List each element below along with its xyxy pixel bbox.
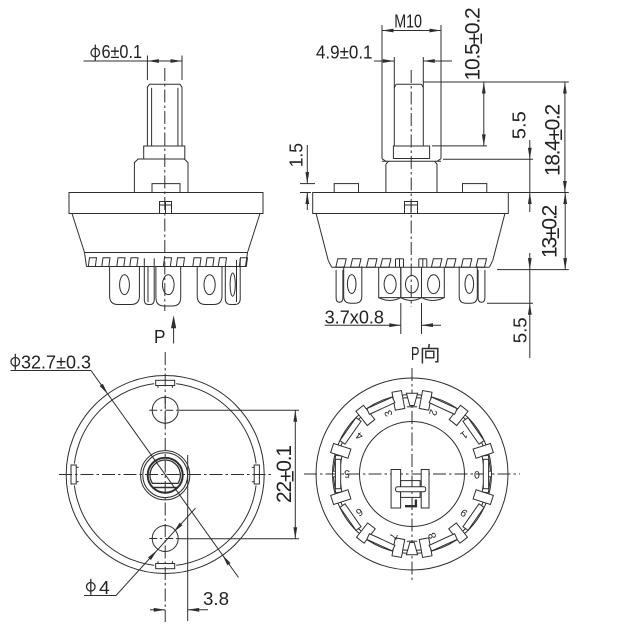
- svg-text:32.7±0.3: 32.7±0.3: [21, 353, 91, 373]
- svg-text:13±0.2: 13±0.2: [539, 205, 565, 258]
- svg-text:M10: M10: [394, 12, 422, 32]
- svg-text:3: 3: [382, 408, 395, 418]
- svg-text:8: 8: [426, 531, 439, 541]
- svg-text:4: 4: [354, 429, 366, 442]
- svg-text:4: 4: [99, 578, 110, 598]
- svg-text:5: 5: [344, 467, 350, 479]
- svg-text:18.4±0.2: 18.4±0.2: [542, 105, 568, 176]
- svg-text:5.5: 5.5: [509, 111, 530, 139]
- svg-text:3.8: 3.8: [203, 589, 229, 609]
- svg-text:9: 9: [458, 506, 470, 519]
- svg-text:3.7x0.8: 3.7x0.8: [325, 308, 384, 328]
- svg-text:7: 7: [386, 532, 399, 541]
- svg-text:1.5: 1.5: [286, 143, 307, 167]
- svg-text:5.5: 5.5: [510, 317, 531, 343]
- svg-text:4.9±0.1: 4.9±0.1: [316, 43, 373, 63]
- svg-text:6: 6: [353, 505, 365, 518]
- svg-text:10.5±0.2: 10.5±0.2: [462, 8, 488, 81]
- svg-text:P: P: [154, 327, 166, 347]
- svg-text:P: P: [411, 344, 420, 364]
- svg-text:2: 2: [426, 408, 439, 418]
- svg-text:22±0.1: 22±0.1: [273, 446, 299, 503]
- svg-text:6±0.1: 6±0.1: [102, 42, 143, 62]
- svg-text:0: 0: [474, 468, 480, 480]
